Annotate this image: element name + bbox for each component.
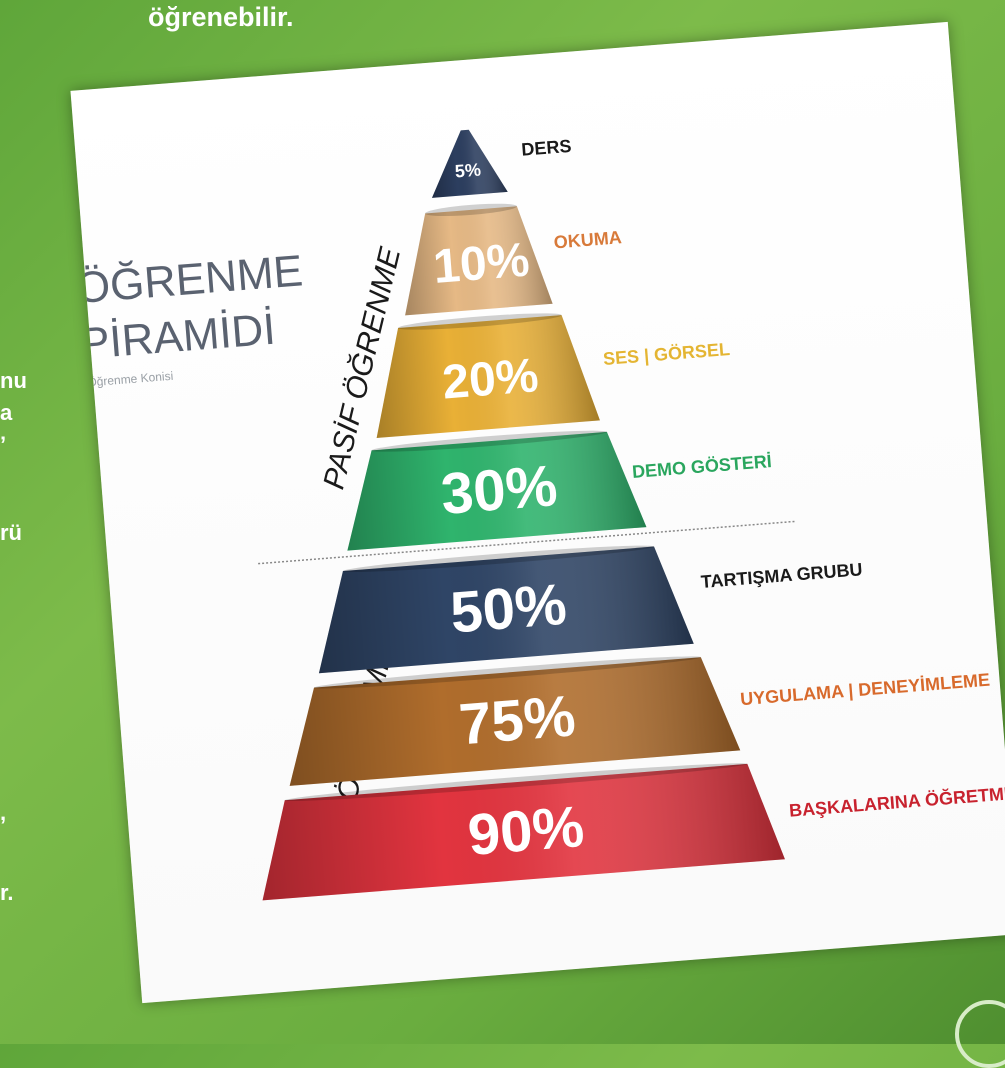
pyramid-tier: 75% <box>289 656 741 786</box>
left-text-fragment: r. <box>0 880 14 905</box>
pyramid-percent-label: 10% <box>431 234 531 294</box>
decorative-ring <box>955 1000 1005 1068</box>
pyramid-level-label: UYGULAMA | DENEYİMLEME <box>739 670 990 710</box>
left-text-fragment: a <box>0 400 13 425</box>
pyramid-title-line2: PİRAMİDİ <box>78 305 277 369</box>
pyramid-percent-label: 75% <box>457 683 578 757</box>
left-text-fragment: rü <box>0 520 22 545</box>
pyramid-tier-shading <box>405 206 553 316</box>
pyramid-tier: 30% <box>347 430 647 551</box>
pyramid-card: ÖĞRENME PİRAMİDİ Öğrenme Konisi PASİF ÖĞ… <box>70 21 1005 1004</box>
pyramid-tier: 10% <box>405 203 553 316</box>
pyramid-tier: 90% <box>262 763 785 901</box>
left-text-fragment: ’ <box>0 432 7 457</box>
pyramid-tier: 20% <box>376 313 600 438</box>
pyramid-tier-top <box>314 656 701 689</box>
pyramid-tier: 5% <box>431 129 508 198</box>
pyramid-tier-shading <box>262 763 785 901</box>
pyramid-level-label: TARTIŞMA GRUBU <box>700 559 863 592</box>
pyramid-tier-shading <box>318 546 694 674</box>
pyramid-level-label: SES | GÖRSEL <box>602 339 730 369</box>
pyramid-percent-label: 90% <box>466 794 587 868</box>
pyramid-level-label: DEMO GÖSTERİ <box>631 451 772 482</box>
pyramid-tier-top <box>284 763 748 801</box>
pyramid-percent-label: 20% <box>440 349 540 409</box>
pyramid-tier-top <box>342 545 655 573</box>
pyramid-tier-top <box>371 430 607 452</box>
pyramid-tiers: 5% 10% 20% 30% 50% 75% 90% <box>262 129 785 901</box>
pyramid-tier-top <box>425 203 517 217</box>
pyramid-tier-shading <box>347 431 647 551</box>
pyramid-tier-shading <box>431 129 508 198</box>
pyramid-level-label: OKUMA <box>553 227 622 252</box>
pyramid-percent-label: 5% <box>454 160 482 182</box>
pyramid-tier: 50% <box>318 545 694 674</box>
pyramid-subtitle: Öğrenme Konisi <box>87 369 174 390</box>
slide-heading: öğrenebilir. <box>148 2 294 32</box>
pyramid-tier-shading <box>289 657 741 786</box>
pyramid-tier-top <box>398 313 562 330</box>
left-text-fragment: nu <box>0 368 27 393</box>
learning-pyramid-diagram: ÖĞRENME PİRAMİDİ Öğrenme Konisi PASİF ÖĞ… <box>74 129 1005 901</box>
left-text-fragment: , <box>0 800 7 825</box>
pyramid-percent-label: 30% <box>439 453 560 527</box>
pyramid-percent-label: 50% <box>448 572 569 646</box>
pyramid-tier-shading <box>376 315 600 438</box>
pyramid-level-label: BAŞKALARINA ÖĞRETME <box>788 782 1005 821</box>
pyramid-title-line1: ÖĞRENME <box>74 246 305 313</box>
pyramid-level-label: DERS <box>521 136 572 160</box>
